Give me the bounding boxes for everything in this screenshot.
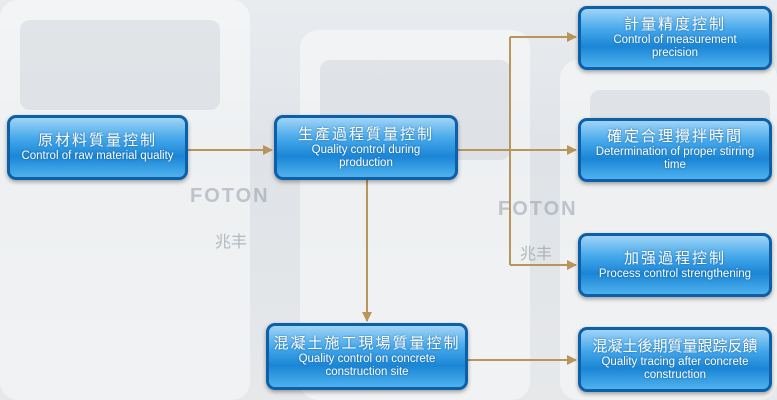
node-title-zh: 加强過程控制 [623, 249, 726, 267]
truck-logo-text: 兆丰 [215, 234, 248, 251]
node-construction-site: 混凝土施工現場質量控制 Quality control on concrete … [266, 323, 468, 390]
node-title-zh: 原材料質量控制 [37, 132, 157, 149]
node-title-en: Quality tracing after concrete construct… [601, 355, 749, 381]
node-quality-tracing: 混凝土後期質量跟踪反饋 Quality tracing after concre… [578, 327, 772, 392]
node-stirring: 確定合理攪拌時間 Determination of proper stirrin… [578, 118, 772, 182]
node-title-zh: 混凝土施工現場質量控制 [273, 334, 461, 352]
node-title-en: Determination of proper stirring time [595, 146, 755, 171]
node-title-en: Control of raw material quality [21, 150, 174, 162]
node-raw-material: 原材料質量控制 Control of raw material quality [7, 115, 188, 180]
node-production: 生產過程質量控制 Quality control during producti… [274, 115, 458, 180]
node-title-zh: 生產過程質量控制 [297, 125, 434, 143]
node-title-en: Process control strengthening [598, 267, 752, 280]
node-title-en: Control of measurement precision [613, 34, 737, 59]
node-measurement: 計量精度控制 Control of measurement precision [578, 6, 772, 70]
truck-logo-text: 兆丰 [520, 246, 553, 263]
node-title-zh: 確定合理攪拌時間 [606, 128, 743, 145]
node-process: 加强過程控制 Process control strengthening [578, 233, 772, 297]
node-title-zh: 混凝土後期質量跟踪反饋 [592, 337, 758, 355]
node-title-zh: 計量精度控制 [623, 16, 726, 33]
node-title-en: Quality control during production [311, 143, 421, 169]
truck-logo-text: FOTON [190, 185, 270, 207]
truck-logo-text: FOTON [498, 198, 578, 220]
node-title-en: Quality control on concrete construction… [298, 352, 436, 378]
